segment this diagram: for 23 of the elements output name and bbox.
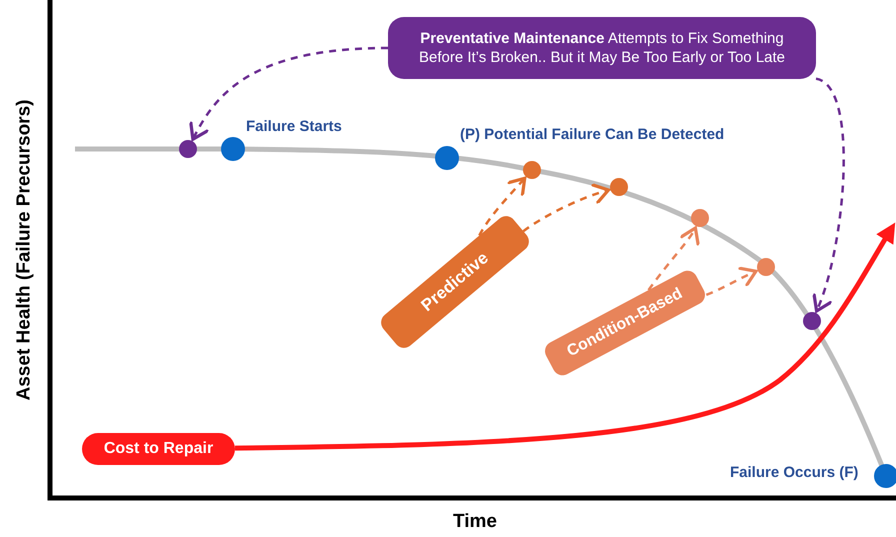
point-dot bbox=[757, 258, 775, 276]
point-label: Failure Starts bbox=[246, 118, 342, 135]
axis-title: Asset Health (Failure Precursors) bbox=[12, 100, 35, 400]
callout-box: Preventative Maintenance Attempts to Fix Something Before It’s Broken.. But it May Be Too Early or Too Late bbox=[388, 17, 816, 79]
cost-label-box: Cost to Repair bbox=[82, 433, 235, 465]
point-dot bbox=[523, 161, 541, 179]
arrow bbox=[706, 266, 758, 296]
point-dot bbox=[691, 209, 709, 227]
point-dot bbox=[874, 464, 896, 488]
point-dot bbox=[435, 146, 459, 170]
arrow bbox=[811, 78, 845, 313]
arrow bbox=[522, 183, 610, 232]
arrow bbox=[234, 222, 896, 451]
point-dot bbox=[803, 312, 821, 330]
arrow bbox=[189, 46, 388, 141]
point-label: (P) Potential Failure Can Be Detected bbox=[460, 126, 724, 143]
arrow bbox=[478, 176, 526, 236]
arrow bbox=[648, 226, 699, 291]
point-dot bbox=[221, 137, 245, 161]
point-dot bbox=[610, 178, 628, 196]
point-label: Failure Occurs (F) bbox=[730, 464, 858, 481]
point-dot bbox=[179, 140, 197, 158]
axis-title: Time bbox=[453, 511, 498, 533]
